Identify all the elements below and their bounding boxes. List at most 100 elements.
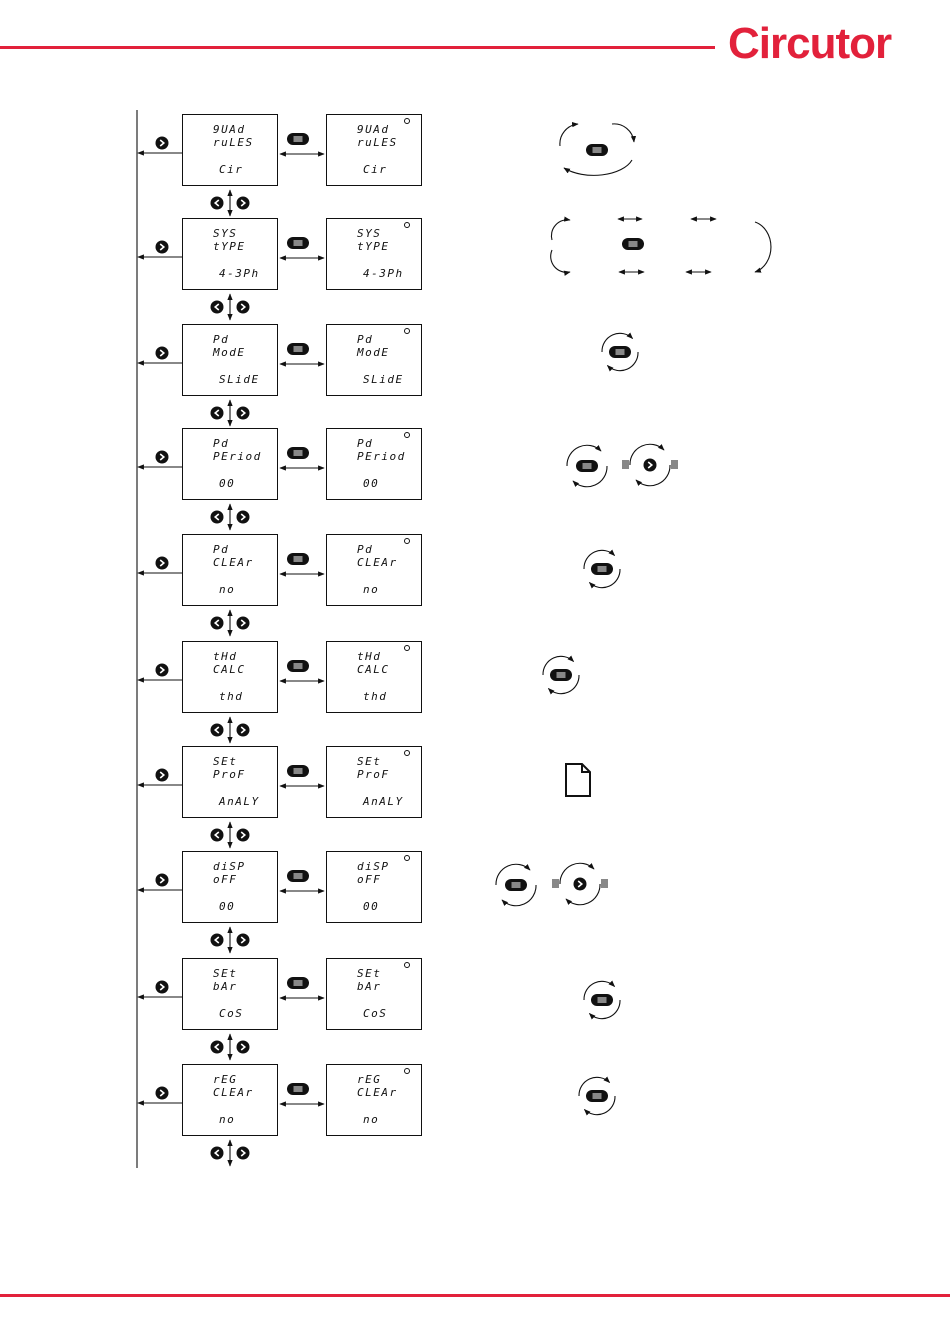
lcd-line-3: thd (219, 691, 243, 702)
lcd-line-3: Cir (363, 164, 387, 175)
lcd-screen: diSPoFF00 (182, 851, 278, 923)
edit-dot-icon (404, 645, 410, 651)
lcd-line-1: 9UAd (213, 124, 246, 135)
lcd-screen-edit: diSP oFF 00 (326, 851, 422, 923)
lcd-line-1: Pd (213, 544, 229, 555)
lcd-line-1: diSP (213, 861, 246, 872)
chevron-right-key-icon (156, 347, 169, 360)
lcd-line-1: tHd (357, 651, 381, 662)
lcd-line-2: CALC (213, 664, 246, 675)
chevron-right-key-icon (237, 617, 250, 630)
chevron-right-key-icon (156, 1087, 169, 1100)
lcd-line-3: thd (363, 691, 387, 702)
lcd-line-3: 00 (363, 478, 379, 489)
chevron-right-key-icon (237, 1041, 250, 1054)
lcd-screen-edit: 9UAd ruLES Cir (326, 114, 422, 186)
lcd-line-2: ProF (213, 769, 246, 780)
chevron-right-key-icon (237, 511, 250, 524)
chevron-right-key-icon (574, 878, 587, 891)
lcd-line-3: 00 (363, 901, 379, 912)
lcd-line-1: SYS (357, 228, 381, 239)
lcd-screen: PdModESLidE (182, 324, 278, 396)
chevron-right-key-icon (237, 197, 250, 210)
lcd-line-1: SEt (357, 756, 381, 767)
quad-cycle-arc-3 (564, 160, 632, 175)
document-icon (566, 764, 590, 796)
edit-dot-icon (404, 1068, 410, 1074)
lcd-screen: SEtProF AnALY (182, 746, 278, 818)
lcd-line-1: SYS (213, 228, 237, 239)
lcd-line-3: 4-3Ph (363, 268, 404, 279)
lcd-line-3: SLidE (363, 374, 404, 385)
lcd-line-1: 9UAd (357, 124, 390, 135)
edit-dot-icon (404, 432, 410, 438)
lcd-line-3: CoS (363, 1008, 387, 1019)
lcd-screen-edit: PdPEriod 00 (326, 428, 422, 500)
edit-dot-icon (404, 750, 410, 756)
lcd-line-3: SLidE (219, 374, 260, 385)
lcd-line-1: Pd (357, 334, 373, 345)
lcd-line-1: rEG (213, 1074, 237, 1085)
lcd-line-1: Pd (357, 544, 373, 555)
lcd-line-2: tYPE (213, 241, 246, 252)
digit-marker (552, 879, 559, 888)
lcd-line-2: oFF (357, 874, 381, 885)
lcd-screen: 9UAd ruLES Cir (182, 114, 278, 186)
edit-dot-icon (404, 118, 410, 124)
lcd-line-3: AnALY (219, 796, 260, 807)
lcd-line-3: AnALY (363, 796, 404, 807)
chevron-right-key-icon (237, 407, 250, 420)
lcd-line-2: PEriod (213, 451, 262, 462)
lcd-line-1: SEt (213, 968, 237, 979)
lcd-line-3: no (219, 584, 235, 595)
lcd-line-2: oFF (213, 874, 237, 885)
chevron-left-key-icon (211, 934, 224, 947)
chevron-right-key-icon (156, 451, 169, 464)
lcd-line-1: tHd (213, 651, 237, 662)
edit-dot-icon (404, 538, 410, 544)
chevron-left-key-icon (211, 829, 224, 842)
lcd-line-2: ruLES (357, 137, 398, 148)
lcd-line-2: PEriod (357, 451, 406, 462)
lcd-line-3: Cir (219, 164, 243, 175)
lcd-line-2: bAr (213, 981, 237, 992)
lcd-line-3: 00 (219, 478, 235, 489)
lcd-line-2: CLEAr (357, 1087, 398, 1098)
lcd-line-1: diSP (357, 861, 390, 872)
digit-marker (622, 460, 629, 469)
lcd-line-3: CoS (219, 1008, 243, 1019)
quad-cycle-arc-1 (560, 124, 578, 146)
chevron-left-key-icon (211, 724, 224, 737)
chevron-left-key-icon (211, 1041, 224, 1054)
lcd-line-1: SEt (357, 968, 381, 979)
edit-dot-icon (404, 328, 410, 334)
chevron-left-key-icon (211, 197, 224, 210)
lcd-line-3: no (363, 584, 379, 595)
digit-marker (601, 879, 608, 888)
chevron-right-key-icon (237, 301, 250, 314)
sys-arc (551, 220, 570, 240)
sys-arc (551, 250, 570, 272)
chevron-left-key-icon (211, 617, 224, 630)
lcd-line-2: ModE (357, 347, 390, 358)
chevron-left-key-icon (211, 511, 224, 524)
chevron-right-key-icon (237, 934, 250, 947)
chevron-right-key-icon (156, 557, 169, 570)
edit-dot-icon (404, 962, 410, 968)
chevron-left-key-icon (211, 1147, 224, 1160)
lcd-line-2: tYPE (357, 241, 390, 252)
lcd-line-1: Pd (213, 334, 229, 345)
chevron-right-key-icon (156, 769, 169, 782)
chevron-right-key-icon (237, 829, 250, 842)
lcd-line-1: SEt (213, 756, 237, 767)
lcd-line-2: ruLES (213, 137, 254, 148)
lcd-line-1: Pd (357, 438, 373, 449)
lcd-line-2: CALC (357, 664, 390, 675)
